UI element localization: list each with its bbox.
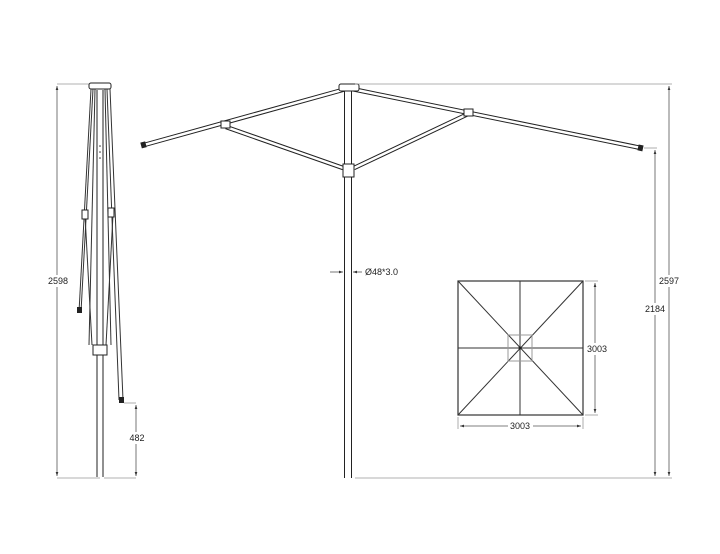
open-umbrella-view: Ø48*3.0 2597 2184 <box>140 83 680 479</box>
canopy-depth-label: 3003 <box>587 344 607 354</box>
rib-clearance-label: 482 <box>129 433 144 443</box>
runner <box>92 344 108 356</box>
total-height-label: 2597 <box>659 276 679 286</box>
canopy-top-view: 3003 3003 <box>457 280 608 432</box>
top-hub <box>338 83 360 92</box>
runner <box>342 163 355 178</box>
canopy-width-label: 3003 <box>510 421 530 431</box>
top-hub <box>88 82 112 90</box>
folded-height-label: 2598 <box>48 276 68 286</box>
rib-tip-height-label: 2184 <box>645 304 665 314</box>
pole-diameter-label: Ø48*3.0 <box>365 267 398 277</box>
folded-umbrella-view: 2598 482 <box>47 82 147 479</box>
